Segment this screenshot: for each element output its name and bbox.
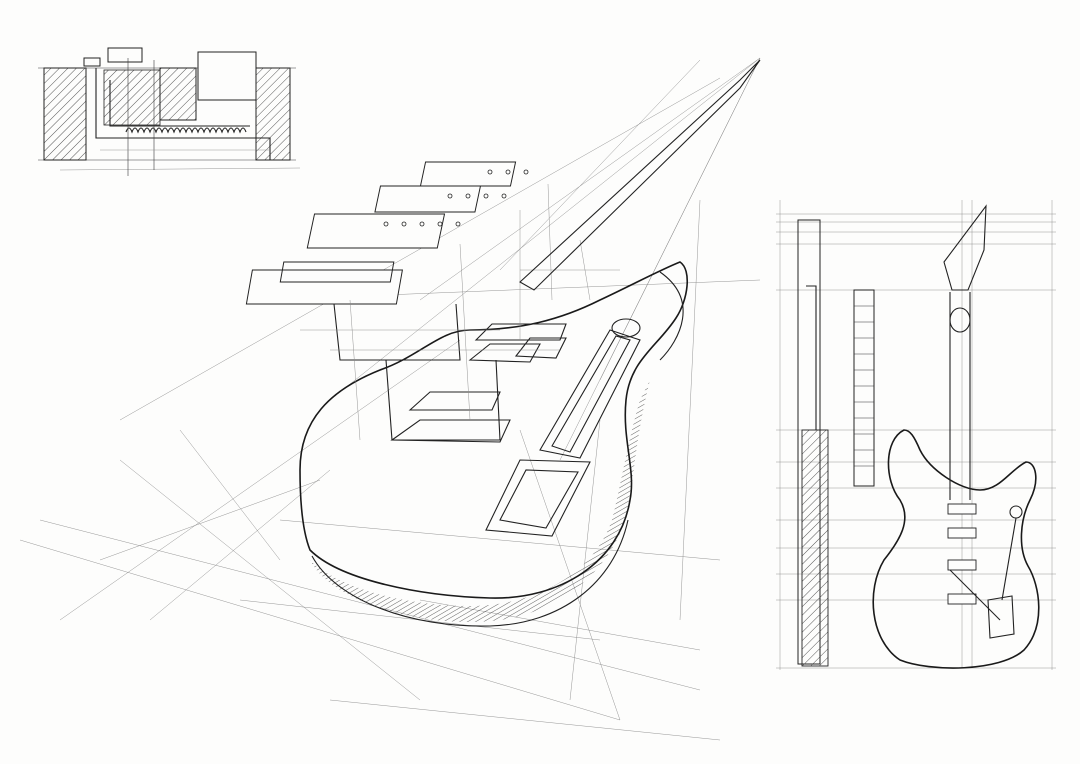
- exploded-guitar-perspective: [245, 59, 761, 627]
- orthographic-views: [776, 200, 1056, 670]
- cross-section-detail: [38, 47, 301, 176]
- perspective-construction-lines: [19, 57, 761, 741]
